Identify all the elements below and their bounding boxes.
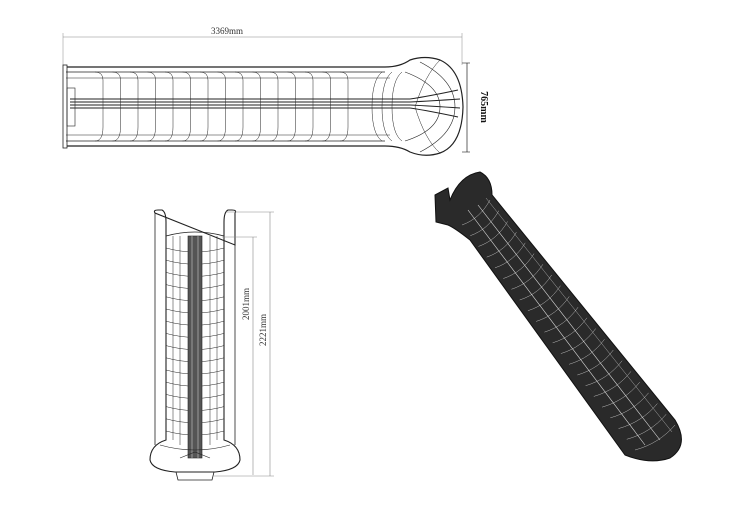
- perspective-rib: [634, 424, 676, 451]
- top-rib: [217, 71, 226, 142]
- front-view: [149, 209, 274, 481]
- top-rib: [269, 71, 279, 142]
- top-rib: [164, 71, 174, 142]
- perspective-rib: [601, 381, 640, 408]
- top-rib: [339, 71, 349, 142]
- perspective-rib: [560, 328, 596, 354]
- length-dimension-label: 3369mm: [211, 26, 243, 36]
- top-rib: [381, 71, 393, 142]
- top-rib: [94, 71, 104, 142]
- perspective-rib: [544, 307, 579, 333]
- top-rib: [199, 71, 209, 142]
- perspective-rib: [569, 339, 605, 365]
- inner-height-dimension-label: 2001mm: [241, 288, 251, 320]
- perspective-view: [434, 171, 682, 462]
- perspective-rib: [626, 414, 667, 440]
- center-groove: [70, 89, 461, 118]
- top-rib: [322, 71, 331, 142]
- front-view-outline: [149, 209, 241, 473]
- perspective-rib: [593, 371, 632, 397]
- perspective-rib: [486, 232, 517, 258]
- perspective-rib: [503, 253, 535, 279]
- perspective-rib: [552, 317, 588, 344]
- top-view: [62, 33, 470, 156]
- top-rib: [112, 71, 121, 142]
- top-rib: [147, 71, 156, 142]
- width-dimension-label: 765mm: [478, 91, 489, 123]
- perspective-rib: [536, 296, 570, 322]
- perspective-rib: [470, 210, 500, 236]
- top-rib: [182, 71, 191, 142]
- top-rib: [252, 71, 261, 142]
- perspective-rib: [585, 360, 623, 386]
- perspective-rib: [478, 221, 508, 247]
- perspective-rib: [618, 403, 658, 429]
- top-rib: [391, 71, 403, 142]
- total-height-dimension-label: 2221mm: [258, 314, 268, 346]
- top-view-outline: [65, 56, 464, 156]
- top-rib: [287, 71, 296, 142]
- center-groove: [187, 235, 203, 459]
- top-rib: [129, 71, 139, 142]
- top-rib: [371, 71, 383, 142]
- perspective-rib: [461, 199, 491, 226]
- perspective-rib: [610, 392, 649, 419]
- top-rib: [304, 71, 314, 142]
- perspective-rib: [577, 349, 614, 376]
- perspective-rib: [494, 242, 526, 269]
- top-rib: [234, 71, 244, 142]
